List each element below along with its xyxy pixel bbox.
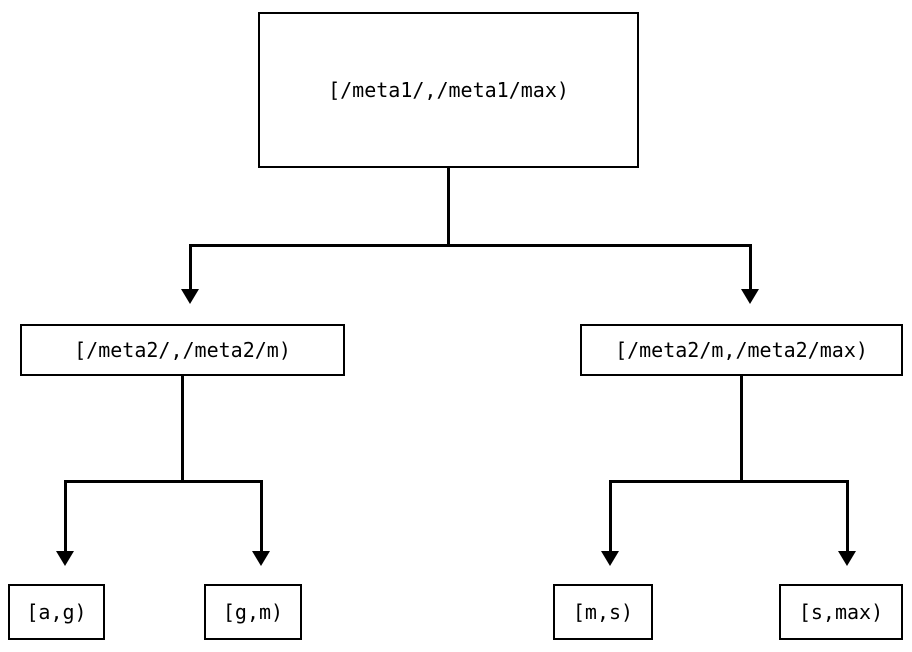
tree-node-mid-left[interactable]: [/meta2/,/meta2/m) — [20, 324, 345, 376]
tree-node-leaf-gm[interactable]: [g,m) — [204, 584, 302, 640]
tree-node-leaf-smax[interactable]: [s,max) — [779, 584, 903, 640]
edge-mid-left-to-leaf-gm — [260, 480, 263, 552]
edge-mid-left-stem — [181, 376, 184, 482]
edge-mid-right-branch-bar — [609, 480, 849, 483]
tree-node-root-label: [/meta1/,/meta1/max) — [328, 78, 569, 102]
edge-root-branch-bar — [189, 244, 752, 247]
edge-mid-right-to-leaf-ms — [609, 480, 612, 552]
arrowhead-down-icon — [741, 289, 759, 304]
edge-mid-right-stem — [740, 376, 743, 482]
edge-root-to-mid-right — [749, 244, 752, 290]
tree-node-leaf-smax-label: [s,max) — [798, 600, 884, 624]
edge-mid-left-to-leaf-ag — [64, 480, 67, 552]
edge-mid-left-branch-bar — [64, 480, 263, 483]
arrowhead-down-icon — [181, 289, 199, 304]
tree-node-mid-right-label: [/meta2/m,/meta2/max) — [615, 338, 868, 362]
tree-node-leaf-ms-label: [m,s) — [572, 600, 634, 624]
tree-node-root[interactable]: [/meta1/,/meta1/max) — [258, 12, 639, 168]
tree-node-mid-right[interactable]: [/meta2/m,/meta2/max) — [580, 324, 903, 376]
tree-node-mid-left-label: [/meta2/,/meta2/m) — [74, 338, 291, 362]
edge-root-stem — [447, 168, 450, 246]
tree-node-leaf-ag[interactable]: [a,g) — [8, 584, 105, 640]
edge-root-to-mid-left — [189, 244, 192, 290]
arrowhead-down-icon — [838, 551, 856, 566]
tree-node-leaf-ms[interactable]: [m,s) — [553, 584, 653, 640]
tree-node-leaf-ag-label: [a,g) — [26, 600, 87, 624]
tree-node-leaf-gm-label: [g,m) — [222, 600, 284, 624]
edge-mid-right-to-leaf-smax — [846, 480, 849, 552]
arrowhead-down-icon — [601, 551, 619, 566]
arrowhead-down-icon — [252, 551, 270, 566]
arrowhead-down-icon — [56, 551, 74, 566]
